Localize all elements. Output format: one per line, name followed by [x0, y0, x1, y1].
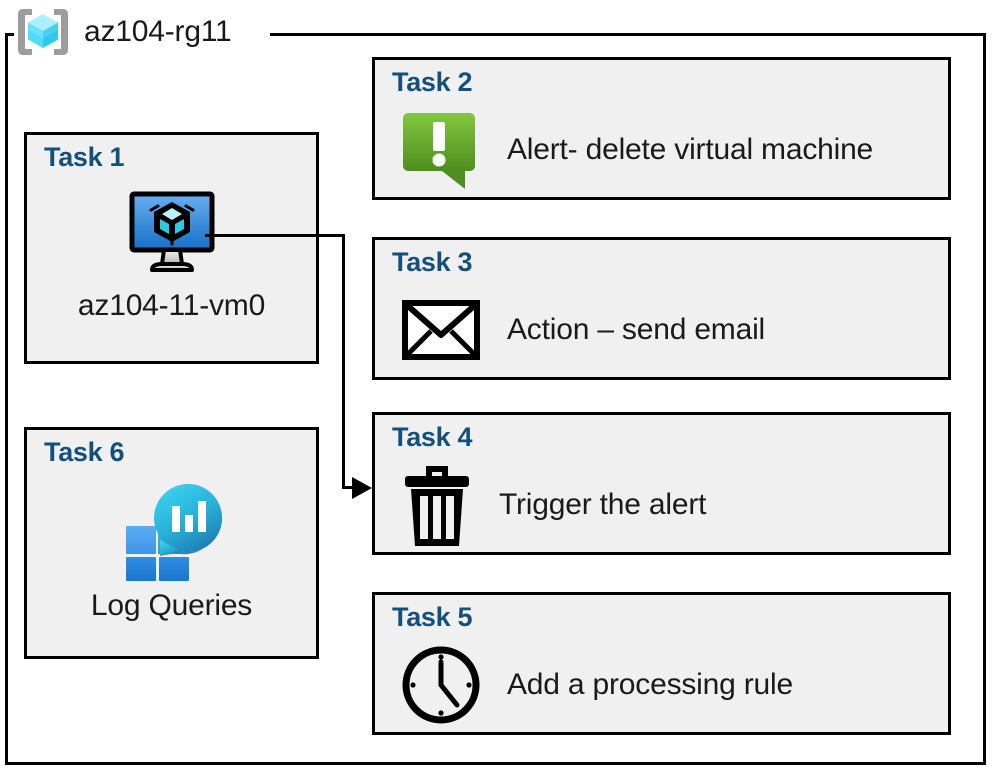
resource-group-frame-top-left-stub — [5, 33, 19, 36]
connector-arrowhead-icon — [352, 477, 372, 499]
task-card-label: Add a processing rule — [507, 668, 793, 702]
resource-group-cube-icon — [14, 6, 72, 58]
task-card-task5[interactable]: Task 5 Add a processing rule — [372, 592, 951, 735]
task-card-label: Log Queries — [90, 589, 253, 622]
task-card-task1[interactable]: Task 1 — [24, 132, 319, 364]
task-card-task2[interactable]: Task 2 Alert- delete virtual machin — [372, 57, 951, 200]
clock-icon — [399, 643, 483, 727]
envelope-icon — [399, 295, 483, 365]
task-card-title: Task 2 — [392, 67, 473, 97]
resource-group-frame-top-right-stub — [270, 33, 986, 36]
trash-can-icon — [399, 462, 475, 548]
task-card-label: Action – send email — [507, 313, 766, 347]
task-card-label: az104-11-vm0 — [77, 289, 266, 322]
resource-group-name: az104-rg11 — [84, 15, 232, 48]
log-analytics-icon — [27, 482, 316, 582]
connector-segment-horizontal-top — [205, 234, 345, 237]
task-card-title: Task 3 — [392, 247, 473, 277]
resource-group-header: az104-rg11 — [14, 4, 238, 60]
virtual-machine-icon — [27, 190, 316, 274]
task-card-label: Trigger the alert — [499, 488, 707, 522]
alert-exclamation-icon — [399, 109, 483, 191]
connector-segment-vertical — [342, 234, 345, 489]
task-card-label: Alert- delete virtual machine — [507, 133, 874, 167]
task-card-title: Task 4 — [392, 422, 473, 452]
task-card-task3[interactable]: Task 3 Action – send email — [372, 237, 951, 380]
task-card-task6[interactable]: Task 6 — [24, 427, 319, 659]
task-card-task4[interactable]: Task 4 Trigger the alert — [372, 412, 951, 555]
resource-group-frame — [5, 33, 986, 765]
task-card-title: Task 6 — [44, 437, 125, 467]
task-card-title: Task 1 — [44, 142, 125, 172]
task-card-title: Task 5 — [392, 602, 473, 632]
